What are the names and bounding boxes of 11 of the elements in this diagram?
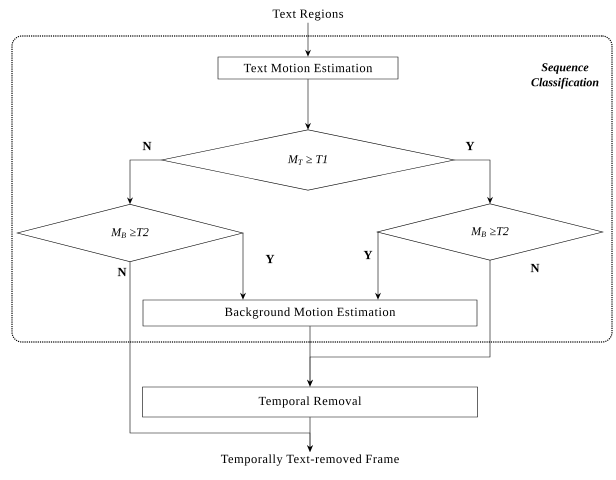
edge-label: Y bbox=[362, 250, 374, 260]
process-box: Text Motion Estimation bbox=[218, 56, 398, 80]
process-box: Background Motion Estimation bbox=[142, 300, 478, 326]
flow-text: Text Regions bbox=[272, 10, 344, 20]
flow-text: Temporally Text-removed Frame bbox=[220, 454, 399, 466]
edge-label: Y bbox=[264, 254, 276, 264]
edge-label: N bbox=[530, 262, 541, 274]
edge-label: N bbox=[142, 140, 153, 152]
edge-label: Y bbox=[464, 140, 476, 152]
edge-label: N bbox=[116, 266, 128, 278]
process-box: Temporal Removal bbox=[142, 386, 478, 418]
